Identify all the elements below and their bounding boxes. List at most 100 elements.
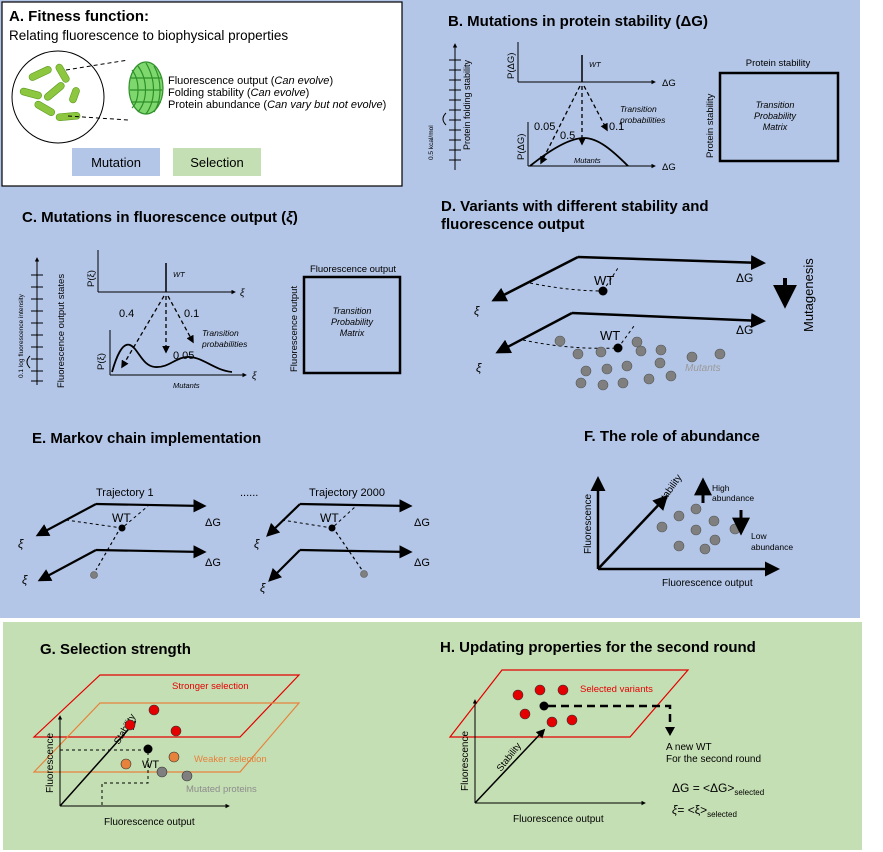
panel-bg-green	[3, 622, 862, 850]
d-mutant-16	[631, 336, 643, 348]
mutagenesis-label: Mutagenesis	[801, 258, 816, 332]
b-prob-mid: 0.5	[560, 130, 575, 142]
f-variant-7	[673, 540, 685, 552]
h-selected-2	[557, 684, 569, 696]
c-mutant-distribution	[111, 343, 233, 373]
d-mutant-11	[575, 377, 587, 389]
stronger-selection-plane	[32, 674, 301, 738]
h-selected-3	[519, 708, 531, 720]
panel-d-title-1: D. Variants with different stability and	[441, 198, 709, 215]
d-mutant-dots	[554, 335, 726, 391]
g-variant-0	[148, 704, 160, 716]
d-mutant-10	[714, 348, 726, 360]
fluor-scale-label: 0.1 log fluorescence intensity	[18, 293, 25, 378]
f-y-label: Fluorescence	[583, 494, 594, 554]
zoom-line-top	[65, 59, 129, 71]
e1-mutant-dot	[90, 571, 98, 579]
b-mutant-distribution	[529, 137, 629, 167]
g-variant-dots	[120, 704, 193, 782]
d-upper-dg-axis	[577, 255, 766, 271]
h-new-wt-arrowhead	[665, 727, 675, 736]
b-prob-right: 0.1	[609, 121, 624, 133]
b-matrix-text-3: Matrix	[763, 122, 788, 132]
h-diag-axis	[474, 728, 546, 804]
h-selected-label: Selected variants	[580, 684, 653, 695]
e1-wt-dot	[118, 524, 126, 532]
panel-g-title: G. Selection strength	[40, 641, 191, 658]
c-transition-1: Transition	[202, 328, 239, 338]
h-new-wt-1: A new WT	[666, 742, 712, 753]
mutation-legend-box	[72, 148, 160, 176]
g-diag-axis	[59, 720, 137, 807]
d-upper-wt-label: WT	[594, 273, 614, 288]
stability-axis-label: Protein folding stability	[462, 59, 472, 150]
g-y-label: Fluorescence	[45, 733, 56, 793]
d-mutant-13	[617, 377, 629, 389]
panel-f-title: F. The role of abundance	[584, 428, 760, 445]
panel-b-title: B. Mutations in protein stability (ΔG)	[448, 13, 708, 30]
d-lower-wt-label: WT	[600, 328, 620, 343]
h-eq-xi: ξ= <ξ>selected	[672, 803, 737, 819]
b-arrow-right	[583, 85, 608, 132]
prop-stability: Folding stability (Can evolve)	[168, 87, 309, 99]
h-new-wt-path	[548, 704, 672, 728]
b-bottom-y-label: P(ΔG)	[516, 134, 527, 160]
e2-upper-xi-axis	[266, 503, 301, 537]
e-traj2-label: Trajectory 2000	[309, 487, 385, 499]
e1-wt-label: WT	[112, 511, 131, 525]
stability-scale-label: 0.5 kcal/mol	[428, 125, 435, 160]
stability-scale-ticks	[449, 59, 461, 161]
panel-a: A. Fitness function: Relating fluorescen…	[1, 1, 403, 187]
zoom-line-bottom	[67, 115, 129, 121]
d-lower-xi-axis	[495, 311, 573, 354]
e2-upper-dg-axis	[299, 499, 413, 513]
fluor-scale-brace	[26, 355, 31, 369]
b-top-y-label: P(ΔG)	[506, 53, 517, 79]
panel-c: C. Mutations in fluorescence output (ξ) …	[18, 209, 402, 390]
panel-g: G. Selection strength Stronger selection…	[32, 641, 301, 828]
c-matrix-text-3: Matrix	[340, 328, 365, 338]
d-mutant-4	[655, 344, 667, 356]
low-label-2: abundance	[751, 542, 793, 552]
h-x-label: Fluorescence output	[513, 814, 604, 825]
e1-lower-dg-label: ΔG	[205, 557, 221, 569]
selection-legend-box	[173, 148, 261, 176]
b-transition-1: Transition	[620, 104, 657, 114]
b-transition-2: probabilities	[619, 115, 666, 125]
b-matrix-box	[718, 71, 840, 163]
d-mutant-15	[665, 370, 677, 382]
c-matrix-box	[302, 275, 402, 375]
b-arrow-left	[540, 85, 581, 165]
e1-trajectory-path	[95, 531, 119, 571]
b-matrix-top-label: Protein stability	[746, 58, 811, 69]
g-wt-guides	[60, 749, 149, 806]
b-bottom-x-label: ΔG	[662, 162, 676, 173]
e2-wt-dot	[328, 524, 336, 532]
f-variant-6	[709, 534, 721, 546]
e1-upper-dg-label: ΔG	[205, 517, 221, 529]
stronger-selection-label: Stronger selection	[172, 681, 249, 692]
f-variant-1	[673, 510, 685, 522]
f-variant-0	[690, 503, 702, 515]
h-selected-1	[534, 684, 546, 696]
high-label-1: High	[712, 483, 730, 493]
h-eq-dg: ΔG = <ΔG>selected	[672, 781, 764, 797]
panel-d-title-2: fluorescence output	[441, 216, 584, 233]
f-diag-axis	[597, 494, 669, 570]
f-variant-3	[656, 521, 668, 533]
e1-lower-xi-label: ξ	[22, 573, 28, 587]
d-upper-xi-axis	[491, 255, 579, 302]
c-prob-right: 0.1	[184, 308, 199, 320]
mutated-proteins-label: Mutated proteins	[186, 784, 257, 795]
b-wt-label: WT	[589, 60, 602, 69]
d-mutant-5	[580, 365, 592, 377]
h-y-label: Fluorescence	[460, 731, 471, 791]
panel-d: D. Variants with different stability and…	[441, 198, 816, 391]
c-top-y-label: P(ξ)	[86, 270, 97, 287]
e2-upper-xi-label: ξ	[254, 537, 260, 551]
e-dots: ......	[240, 487, 258, 499]
g-variant-4	[168, 751, 180, 763]
e1-lower-xi-axis	[37, 549, 97, 582]
d-mutant-7	[621, 360, 633, 372]
